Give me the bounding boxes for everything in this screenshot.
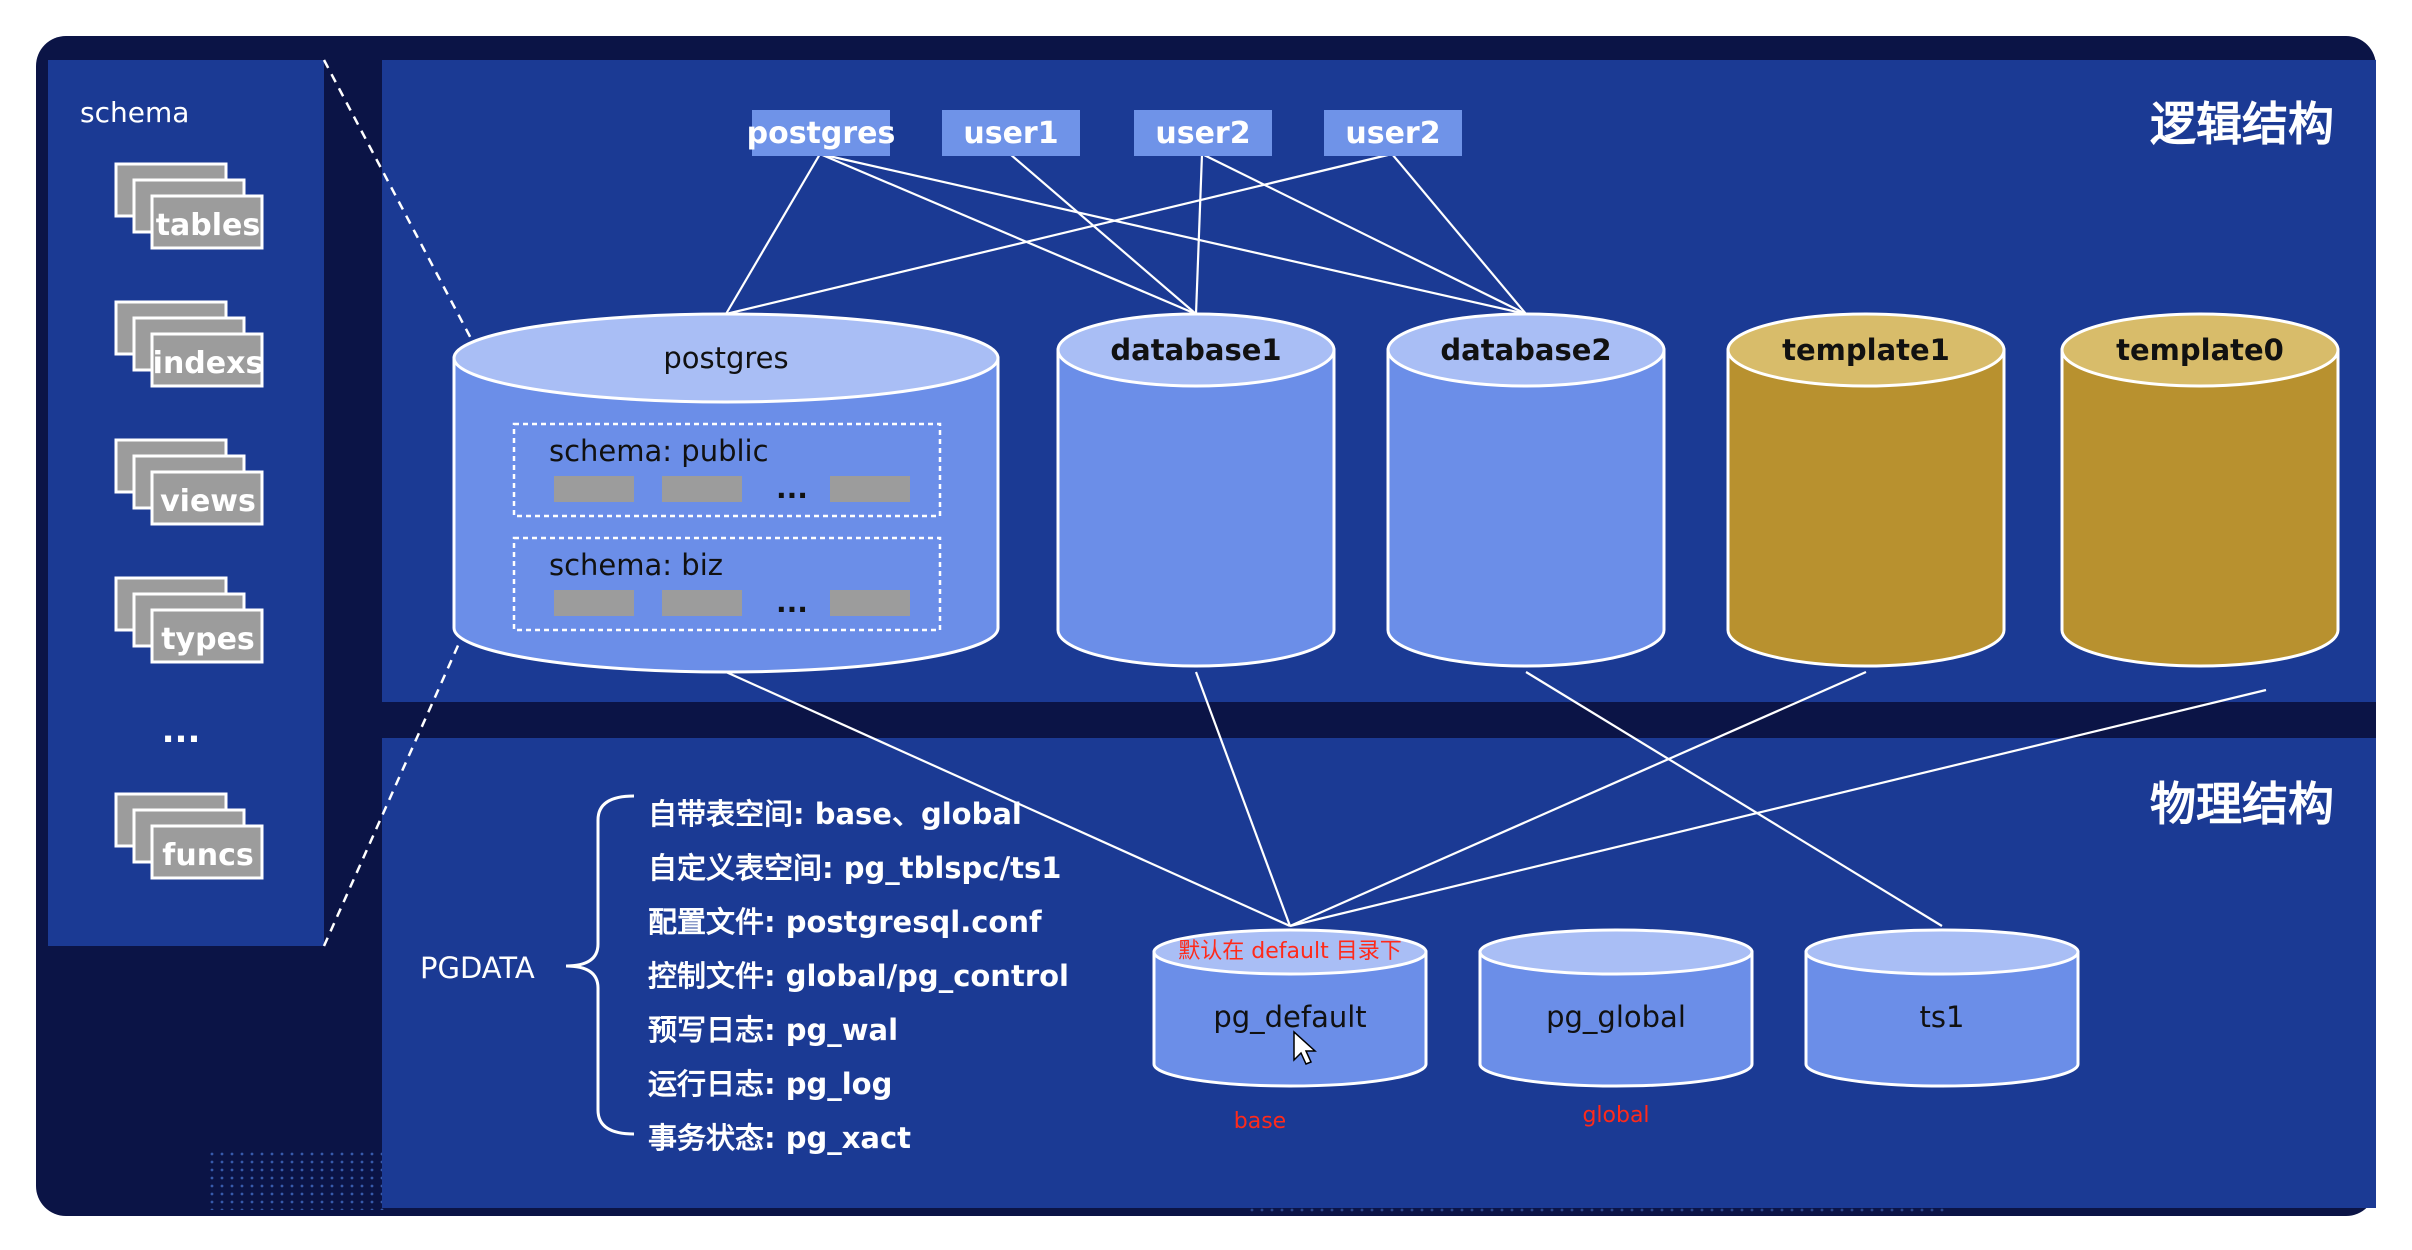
schema-stack-label: indexs <box>153 346 264 381</box>
pgdata-item: 控制文件: global/pg_control <box>648 959 1069 993</box>
schema-stack-item: funcs <box>114 792 264 880</box>
schema-boxes: schema: public...schema: biz... <box>512 422 942 632</box>
user-database-connections <box>725 152 1527 316</box>
physical-structure-title: 物理结构 <box>2150 777 2334 831</box>
table-placeholder <box>662 590 742 616</box>
database-label: database1 <box>1110 333 1281 367</box>
tablespace-label: pg_default <box>1213 1000 1366 1034</box>
tablespace-caption: global <box>1582 1103 1649 1128</box>
schema-box: schema: public... <box>512 422 942 518</box>
table-placeholder <box>830 590 910 616</box>
table-placeholder <box>554 476 634 502</box>
pgdata-item: 配置文件: postgresql.conf <box>648 905 1042 939</box>
schema-stack-item: types <box>114 576 264 664</box>
schema-box-label: schema: biz <box>549 548 723 582</box>
pgdata-item: 运行日志: pg_log <box>648 1067 892 1101</box>
user-box: user2 <box>1134 110 1272 156</box>
user-box: postgres <box>747 110 896 156</box>
schema-panel-ellipsis: ... <box>162 711 201 751</box>
schema-stack-item: indexs <box>114 300 264 388</box>
tablespace-annotation: 默认在 default 目录下 <box>1178 939 1401 964</box>
tablespace-caption: base <box>1234 1109 1286 1134</box>
pgdata-item: 自带表空间: base、global <box>648 797 1022 831</box>
pgdata-item: 自定义表空间: pg_tblspc/ts1 <box>648 851 1061 885</box>
schema-stack-item: views <box>114 438 264 526</box>
dotted-decoration <box>210 1150 390 1210</box>
database-cylinder: template0 <box>2060 312 2340 668</box>
schema-box-ellipsis: ... <box>776 586 808 619</box>
pgdata-item: 预写日志: pg_wal <box>648 1013 898 1047</box>
database-cylinder: database1 <box>1056 312 1336 668</box>
schema-stack-label: views <box>160 484 256 519</box>
schema-stack-label: tables <box>156 208 261 243</box>
schema-stack-item: tables <box>114 162 264 250</box>
table-placeholder <box>830 476 910 502</box>
pgdata-items: 自带表空间: base、global 自定义表空间: pg_tblspc/ts1 配… <box>648 797 1069 1155</box>
table-placeholder <box>554 590 634 616</box>
tablespaces-layer: pg_default 默认在 default 目录下 base pg_globalgl… <box>1152 928 2080 1134</box>
database-label: database2 <box>1440 333 1611 367</box>
user-box: user2 <box>1324 110 1462 156</box>
schema-box: schema: biz... <box>512 536 942 632</box>
schema-box-label: schema: public <box>549 434 769 468</box>
database-cylinder: template1 <box>1726 312 2006 668</box>
users-layer: postgres user1 user2 user2 <box>747 110 1462 156</box>
database-label: postgres <box>663 341 788 375</box>
schema-panel-title: schema <box>80 96 189 129</box>
pgdata-item: 事务状态: pg_xact <box>648 1121 911 1155</box>
pgdata-brace <box>565 794 635 1136</box>
user-label: user2 <box>1155 116 1250 151</box>
table-placeholder <box>662 476 742 502</box>
database-label: template0 <box>2116 333 2284 367</box>
schema-stack-label: types <box>161 622 255 657</box>
tablespace-label: pg_global <box>1546 1000 1686 1034</box>
tablespace-cylinder: ts1 <box>1804 928 2080 1088</box>
schema-box-ellipsis: ... <box>776 472 808 505</box>
tablespace-cylinder: pg_default 默认在 default 目录下 base <box>1152 928 1428 1134</box>
logical-structure-title: 逻辑结构 <box>2150 97 2334 151</box>
schema-stack-label: funcs <box>162 838 253 873</box>
user-label: user2 <box>1345 116 1440 151</box>
mouse-pointer-icon <box>1293 1030 1317 1065</box>
database-tablespace-connections <box>725 670 2267 928</box>
user-label: user1 <box>963 116 1058 151</box>
user-label: postgres <box>747 116 896 151</box>
tablespace-label: ts1 <box>1920 1000 1965 1034</box>
database-label: template1 <box>1782 333 1950 367</box>
pgdata-label: PGDATA <box>420 951 535 985</box>
schema-stacks: tables indexs views types funcs <box>114 162 264 880</box>
user-box: user1 <box>942 110 1080 156</box>
database-cylinder: database2 <box>1386 312 1666 668</box>
